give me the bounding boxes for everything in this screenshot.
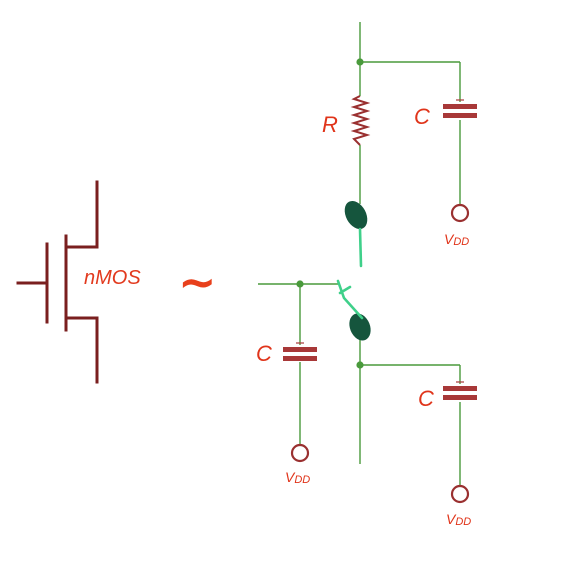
capacitor-left-plate-lower — [283, 356, 317, 361]
capacitor-top-plate-upper — [443, 104, 477, 109]
capacitor-top-plate-lower — [443, 113, 477, 118]
junction-node-top — [356, 58, 364, 66]
resistor-label: R — [322, 112, 338, 137]
capacitor-top — [443, 99, 477, 118]
equivalent-symbol: ~ — [178, 255, 217, 309]
vdd-terminal-left — [290, 443, 310, 463]
switch-contact-upper — [344, 200, 368, 230]
capacitor-left-label: C — [256, 341, 272, 366]
junction-node-gate — [296, 280, 304, 288]
vdd-label-top: VDD — [444, 231, 469, 248]
capacitor-right-plate-lower — [443, 395, 477, 400]
junction-node-bottom — [356, 361, 364, 369]
channel-switch — [336, 200, 371, 341]
capacitor-left — [283, 342, 317, 361]
resistor-symbol — [350, 95, 371, 146]
vdd-label-right: VDD — [446, 511, 471, 528]
vdd-terminal-right — [450, 484, 470, 504]
switch-upper-lead — [358, 227, 363, 268]
capacitor-right — [443, 381, 477, 400]
capacitor-right-label: C — [418, 386, 434, 411]
capacitor-top-label: C — [414, 104, 430, 129]
switch-contact-lower — [349, 313, 371, 341]
nmos-symbol — [16, 180, 99, 384]
vdd-label-left: VDD — [285, 469, 310, 486]
nmos-label: nMOS — [84, 267, 141, 289]
vdd-terminal-top — [450, 203, 470, 223]
switch-arm — [336, 279, 364, 320]
circuit-wires — [258, 22, 461, 485]
capacitor-left-plate-upper — [283, 347, 317, 352]
capacitor-right-plate-upper — [443, 386, 477, 391]
switch-arm-mark — [338, 285, 352, 295]
